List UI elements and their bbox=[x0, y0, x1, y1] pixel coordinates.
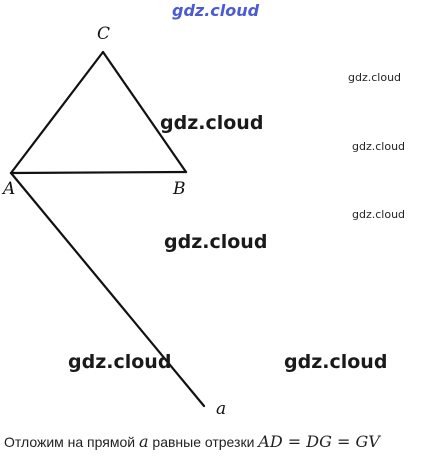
caption-text: Отложим на прямой bbox=[4, 434, 139, 450]
segment-ac bbox=[9, 50, 105, 175]
watermark-center-1: gdz.cloud bbox=[160, 112, 264, 134]
watermark-right-3: gdz.cloud bbox=[352, 208, 406, 221]
point-label-b: B bbox=[173, 179, 186, 199]
caption: Отложим на прямой a равные отрезки AD = … bbox=[4, 432, 422, 451]
caption-formula: AD = DG = GV bbox=[258, 432, 380, 451]
watermark-center-2: gdz.cloud bbox=[164, 231, 268, 253]
caption-line-name: a bbox=[138, 432, 149, 451]
point-label-c: C bbox=[97, 24, 111, 44]
watermark-right-1: gdz.cloud bbox=[348, 71, 402, 84]
watermark-bottom-right: gdz.cloud bbox=[284, 351, 388, 373]
caption-rest: равные отрезки bbox=[148, 434, 259, 450]
watermark-bottom-left: gdz.cloud bbox=[68, 351, 172, 373]
segment-cb bbox=[101, 50, 188, 174]
line-label-a: a bbox=[216, 399, 227, 419]
geometry-figure bbox=[9, 50, 206, 408]
point-label-a: A bbox=[3, 179, 16, 199]
ray-a bbox=[9, 171, 206, 408]
watermark-top: gdz.cloud bbox=[172, 1, 260, 20]
watermark-right-2: gdz.cloud bbox=[352, 140, 406, 153]
segment-ab bbox=[9, 170, 188, 175]
